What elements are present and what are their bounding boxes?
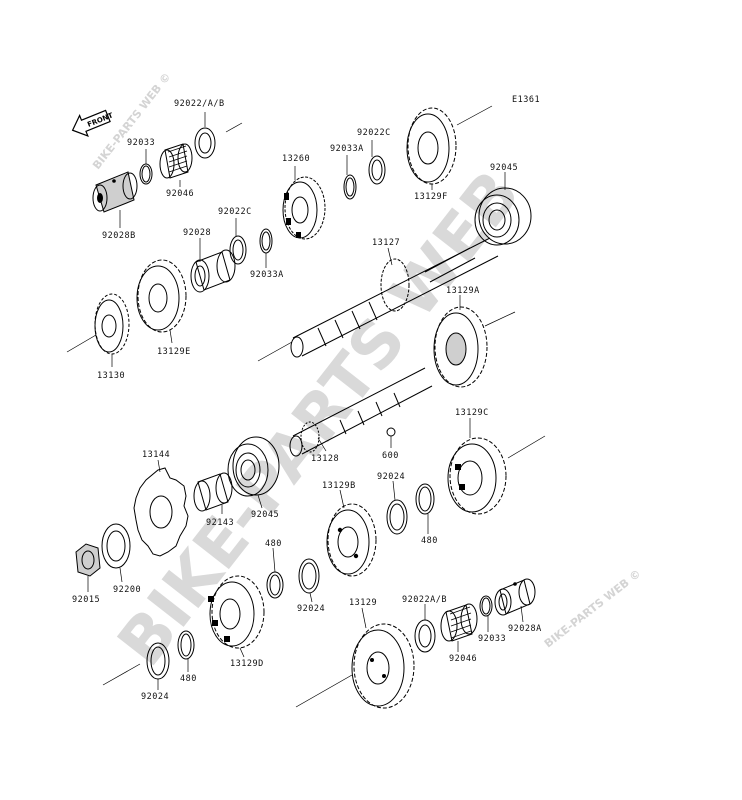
circlip-480-b [266, 571, 284, 599]
label-13128: 13128 [311, 454, 339, 464]
gear-13129 [351, 623, 415, 709]
collar-92028b [92, 171, 138, 213]
circlip-92033-top [139, 163, 153, 185]
gear-13260 [282, 176, 326, 240]
circlip-480-a [415, 483, 435, 515]
axis-line [456, 105, 493, 126]
label-13129e: 13129E [157, 347, 191, 357]
label-600: 600 [382, 451, 399, 461]
main-shaft-13127 [290, 237, 499, 358]
label-92033-top: 92033 [127, 138, 155, 148]
label-92046-bottom: 92046 [449, 654, 477, 664]
needle-bearing-92046-top [159, 143, 193, 179]
front-arrow-icon: FRONT [71, 109, 114, 137]
washer-92024-a [386, 499, 408, 535]
axis-line [507, 435, 546, 459]
label-92022c-mid: 92022C [218, 207, 252, 217]
label-92022c-top: 92022C [357, 128, 391, 138]
label-92033a-top: 92033A [330, 144, 364, 154]
label-92015: 92015 [72, 595, 100, 605]
label-92200: 92200 [113, 585, 141, 595]
gear-13130 [94, 293, 130, 355]
label-92024-c: 92024 [141, 692, 169, 702]
label-13129a: 13129A [446, 286, 480, 296]
label-13144: 13144 [142, 450, 170, 460]
gear-13129e [136, 259, 187, 333]
label-92143: 92143 [206, 518, 234, 528]
needle-bearing-92046-bottom [440, 603, 478, 642]
label-13130: 13130 [97, 371, 125, 381]
label-13127: 13127 [372, 238, 400, 248]
ball-bearing-92045-mid [227, 436, 280, 497]
washer-92024-b [298, 558, 320, 594]
label-92045-top: 92045 [490, 163, 518, 173]
circlip-92033-bottom [479, 595, 493, 617]
collar-92028a [494, 578, 536, 616]
washer-92022c-top [368, 155, 386, 185]
watermark-small-bottom: BIKE-PARTS WEB © [542, 567, 644, 650]
ball-600 [386, 427, 396, 437]
label-13129c: 13129C [455, 408, 489, 418]
nut-92015 [75, 543, 101, 577]
washer-92022ab-bottom [414, 619, 436, 653]
label-92024-b: 92024 [297, 604, 325, 614]
axis-line [257, 341, 293, 362]
gear-13129a [433, 306, 488, 388]
label-13129: 13129 [349, 598, 377, 608]
label-92045-mid: 92045 [251, 510, 279, 520]
label-480-a: 480 [421, 536, 438, 546]
circlip-92033a-mid [259, 228, 273, 254]
bushing-92028 [190, 249, 236, 293]
gear-13129c [447, 437, 507, 515]
label-92028a: 92028A [508, 624, 542, 634]
label-480-b: 480 [265, 539, 282, 549]
sprocket-13144 [133, 467, 189, 557]
output-shaft-13128 [289, 367, 433, 457]
label-92033-bottom: 92033 [478, 634, 506, 644]
label-92022ab-bottom: 92022A/B [402, 595, 447, 605]
axis-line [102, 663, 141, 686]
collar-92143 [193, 472, 233, 512]
label-92028: 92028 [183, 228, 211, 238]
drawing-code: E1361 [512, 95, 540, 105]
label-13260: 13260 [282, 154, 310, 164]
axis-line [225, 122, 243, 133]
label-13129f: 13129F [414, 192, 448, 202]
gear-13129d [208, 575, 265, 649]
label-92024-a: 92024 [377, 472, 405, 482]
label-92022ab-top: 92022/A/B [174, 99, 225, 109]
circlip-480-c [177, 630, 195, 660]
washer-92022ab-top [194, 127, 216, 159]
label-92046-top: 92046 [166, 189, 194, 199]
axis-line [66, 334, 97, 353]
label-92033a-mid: 92033A [250, 270, 284, 280]
axis-line [484, 311, 516, 327]
label-13129d: 13129D [230, 659, 264, 669]
washer-92022c-mid [229, 235, 247, 265]
gear-13129f [406, 107, 457, 185]
leader-lines [87, 112, 524, 690]
label-480-c: 480 [180, 674, 197, 684]
label-92028b: 92028B [102, 231, 136, 241]
axis-line [295, 674, 353, 708]
washer-92200 [101, 523, 131, 569]
gear-13129b [326, 503, 377, 577]
circlip-92033a-top [343, 174, 357, 200]
label-13129b: 13129B [322, 481, 356, 491]
